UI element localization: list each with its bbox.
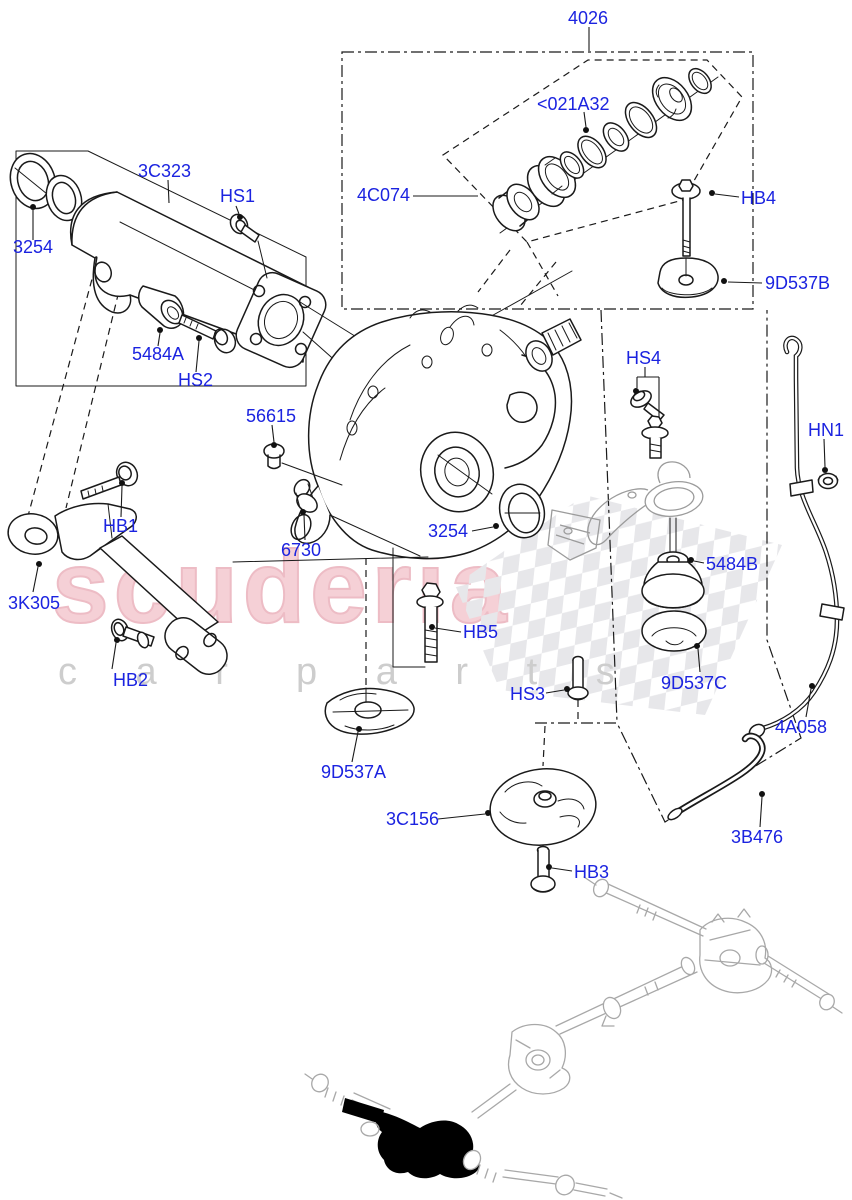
- part-label-021A32[interactable]: <021A32: [537, 94, 610, 114]
- leader-lines: [30, 27, 828, 872]
- mount-projection-dashes: [365, 558, 579, 767]
- exploded-parts: [7, 67, 845, 893]
- part-label-HS1[interactable]: HS1: [220, 186, 255, 206]
- locator-highlight-arm: [342, 1098, 384, 1124]
- bolt-HB1: [80, 461, 139, 500]
- watermark-tagline-right: p a r t s: [296, 651, 639, 693]
- bearing-kit-outline: [442, 59, 743, 243]
- mount-pad-9D537A: [324, 687, 415, 735]
- bolt-HB3: [530, 845, 556, 893]
- locator-ptu: [507, 1023, 571, 1095]
- part-label-HN1[interactable]: HN1: [808, 420, 844, 440]
- tube-clip-lower: [819, 603, 845, 621]
- seal-3254-output: [498, 483, 546, 539]
- part-label-3K305[interactable]: 3K305: [8, 593, 60, 613]
- locator-drawing: [304, 876, 843, 1199]
- bolt-HB2: [110, 618, 155, 649]
- mount-bracket-arm: [587, 488, 649, 546]
- part-label-56615[interactable]: 56615: [246, 406, 296, 426]
- part-label-HS4[interactable]: HS4: [626, 348, 661, 368]
- part-label-5484B[interactable]: 5484B: [706, 554, 758, 574]
- part-label-3C156[interactable]: 3C156: [386, 809, 439, 829]
- part-label-9D537A[interactable]: 9D537A: [321, 762, 386, 782]
- part-label-4C074[interactable]: 4C074: [357, 185, 410, 205]
- bolt-56615: [263, 443, 343, 486]
- bushing-5484B: [641, 517, 705, 609]
- plate-9D537C: [641, 610, 707, 652]
- mount-9D537B: [657, 257, 719, 299]
- hose-3B476: [667, 732, 766, 821]
- part-label-HB1[interactable]: HB1: [103, 516, 138, 536]
- mount-bracket-boss-outer: [644, 481, 704, 517]
- plate-3C156: [489, 768, 597, 851]
- part-label-HS2[interactable]: HS2: [178, 370, 213, 390]
- kit-snap-ring: [577, 135, 607, 169]
- mount-bracket-hole: [627, 491, 637, 499]
- bolts-HS4: [630, 390, 669, 459]
- part-label-9D537B[interactable]: 9D537B: [765, 273, 830, 293]
- part-labels: 4026 <021A32 4C074 HB4 9D537B 3C323 HS1 …: [8, 8, 844, 882]
- kit-clip: [688, 67, 712, 95]
- plug-6730: [293, 478, 318, 513]
- part-label-9D537C[interactable]: 9D537C: [661, 673, 727, 693]
- bolt-HB5: [392, 547, 444, 668]
- kit-group-box: [341, 51, 754, 310]
- locator-rear-diff: [699, 917, 773, 994]
- kit-alignment-dashes: [477, 241, 559, 307]
- kit-spacer: [559, 151, 585, 179]
- mount-bracket-boss-inner: [653, 487, 695, 511]
- bracket-projection-dashes: [27, 257, 128, 517]
- part-label-4A058[interactable]: 4A058: [775, 717, 827, 737]
- context-parts: [547, 461, 704, 561]
- mount-bracket-tab: [657, 461, 691, 484]
- seal-rings-3254: [9, 152, 83, 222]
- locator-highlighted-part: [376, 1112, 480, 1179]
- kit-shim: [624, 101, 658, 139]
- part-label-3C323[interactable]: 3C323: [138, 161, 191, 181]
- part-label-HS3[interactable]: HS3: [510, 684, 545, 704]
- context-bracket-hole: [563, 527, 573, 535]
- part-label-5484A[interactable]: 5484A: [132, 344, 184, 364]
- bolt-HS3: [567, 655, 589, 701]
- part-label-3B476[interactable]: 3B476: [731, 827, 783, 847]
- support-bracket-3K305: [7, 502, 228, 676]
- bolt-HS1: [229, 213, 268, 279]
- part-label-4026[interactable]: 4026: [568, 8, 608, 28]
- part-label-HB5[interactable]: HB5: [463, 622, 498, 642]
- part-label-3254-left[interactable]: 3254: [13, 237, 53, 257]
- vent-tube-4A058: [748, 335, 845, 739]
- pinion-bearing-kit: [492, 67, 719, 234]
- part-label-HB3[interactable]: HB3: [574, 862, 609, 882]
- axle-tube-3C323: [70, 191, 327, 369]
- part-label-3254-output[interactable]: 3254: [428, 521, 468, 541]
- part-label-HB4[interactable]: HB4: [741, 188, 776, 208]
- kit-flange-nut: [651, 76, 693, 122]
- bushing-5484A: [138, 285, 185, 329]
- tube-clip-upper: [789, 479, 814, 497]
- bolt-HS2: [178, 314, 237, 354]
- part-label-HB2[interactable]: HB2: [113, 670, 148, 690]
- part-label-6730[interactable]: 6730: [281, 540, 321, 560]
- watermark-checkered-flag: [455, 495, 782, 715]
- bolt-HB4: [671, 179, 701, 257]
- nut-HN1: [817, 472, 839, 490]
- kit-washer: [602, 122, 630, 152]
